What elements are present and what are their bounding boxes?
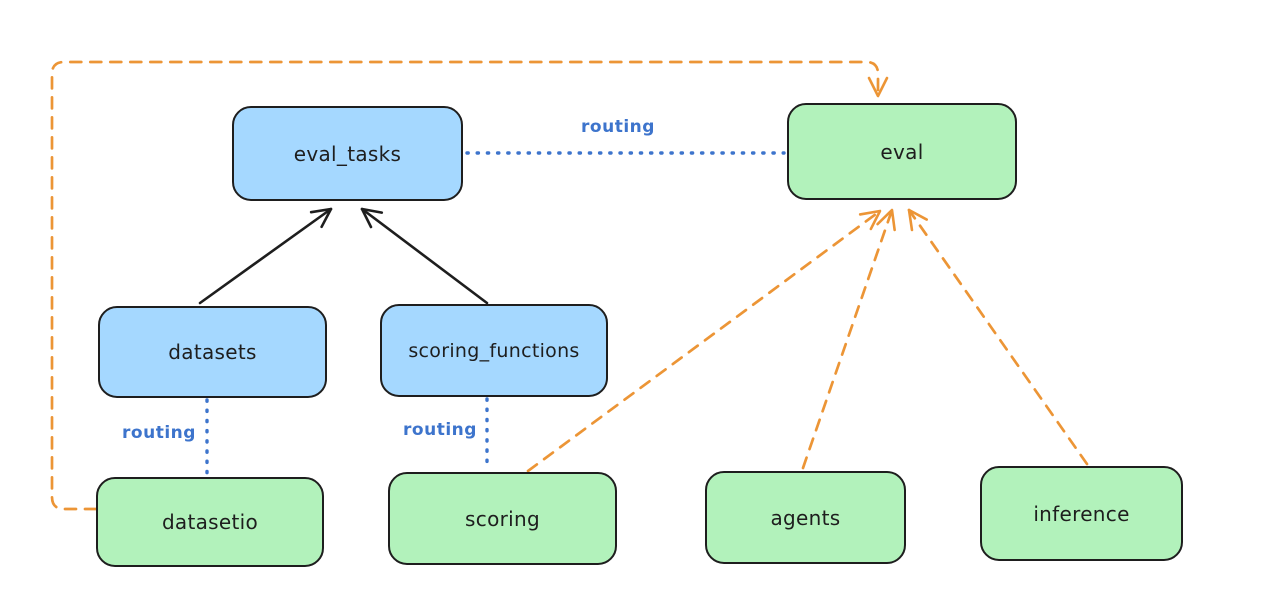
node-eval-tasks-label: eval_tasks	[293, 141, 402, 166]
node-scoring-functions[interactable]: scoring_functions	[380, 304, 608, 397]
node-datasetio[interactable]: datasetio	[96, 477, 324, 567]
edge-datasets-to-eval-tasks[interactable]	[198, 207, 333, 305]
edge-label-routing-top: routing	[581, 117, 655, 137]
edge-agents-to-eval[interactable]	[801, 208, 896, 470]
edge-scoring-to-eval[interactable]	[526, 209, 882, 473]
node-eval-label: eval	[880, 139, 924, 164]
node-datasetio-label: datasetio	[161, 510, 259, 534]
node-agents-label: agents	[770, 505, 841, 530]
node-eval-tasks[interactable]: eval_tasks	[232, 106, 463, 201]
node-scoring-functions-label: scoring_functions	[408, 339, 580, 362]
node-eval[interactable]: eval	[787, 103, 1017, 200]
node-scoring[interactable]: scoring	[388, 472, 617, 565]
node-datasets-label: datasets	[168, 340, 257, 364]
node-scoring-label: scoring	[465, 506, 540, 531]
edge-scoring-functions-to-eval-tasks[interactable]	[360, 207, 489, 305]
node-inference[interactable]: inference	[980, 466, 1183, 561]
edge-label-routing-scoring: routing	[403, 420, 477, 440]
node-agents[interactable]: agents	[705, 471, 906, 564]
node-datasets[interactable]: datasets	[98, 306, 327, 398]
edge-inference-to-eval[interactable]	[907, 208, 1089, 466]
edge-datasetio-to-eval[interactable]	[50, 60, 889, 511]
edge-label-routing-datasets: routing	[122, 423, 196, 443]
node-inference-label: inference	[1033, 501, 1130, 526]
